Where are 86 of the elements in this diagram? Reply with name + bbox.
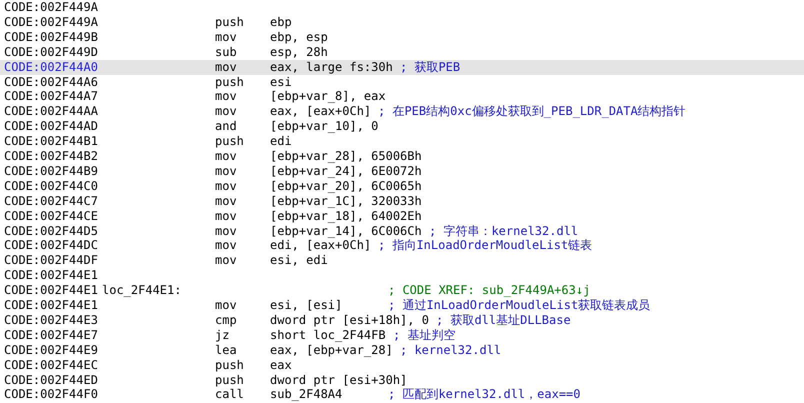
mnemonic-text: mov xyxy=(215,208,237,224)
comment-text: ; 指向InLoadOrderMoudleList链表 xyxy=(378,238,592,254)
mnemonic-text: cmp xyxy=(215,312,237,328)
mnemonic-text: call xyxy=(215,387,244,402)
operand-text: [ebp+var_8], eax xyxy=(270,89,386,104)
operand-text: esp, 28h xyxy=(270,44,328,60)
operand-text: ebp, esp xyxy=(270,30,328,45)
mnemonic-text: mov xyxy=(215,149,237,164)
address-text: CODE:002F44D5 xyxy=(4,224,98,238)
address-text: CODE:002F44C7 xyxy=(4,194,98,209)
address-text: CODE:002F449D xyxy=(4,44,98,60)
mnemonic-text: push xyxy=(215,134,244,150)
address-text: CODE:002F44AA xyxy=(4,104,98,120)
mnemonic-text: mov xyxy=(215,178,237,194)
mnemonic-text: mov xyxy=(215,89,237,104)
operand-text: [ebp+var_1C], 320033h xyxy=(270,194,422,209)
comment-text: ; 基址判空 xyxy=(393,328,456,343)
operand-text: eax xyxy=(270,358,292,373)
operand-text: [ebp+var_24], 6E0072h xyxy=(270,164,422,179)
address-text: CODE:002F44E1 xyxy=(4,268,98,284)
address-text: CODE:002F44B9 xyxy=(4,164,98,179)
mnemonic-text: mov xyxy=(215,30,237,45)
address-text: CODE:002F44E7 xyxy=(4,328,98,343)
mnemonic-text: push xyxy=(215,14,244,30)
mnemonic-text: mov xyxy=(215,60,237,75)
operand-text: dword ptr [esi+30h] xyxy=(270,372,408,388)
address-text: CODE:002F44ED xyxy=(4,372,98,388)
cross-reference-comment: ; CODE XREF: sub_2F449A+63↓j xyxy=(388,283,590,298)
mnemonic-text: mov xyxy=(215,253,237,268)
operand-text: dword ptr [esi+18h], 0 xyxy=(270,312,429,328)
operand-text: [ebp+var_10], 0 xyxy=(270,119,378,134)
address-text: CODE:002F44B1 xyxy=(4,134,98,150)
operand-text: ebp xyxy=(270,14,292,30)
mnemonic-text: jz xyxy=(215,328,230,343)
operand-text: [ebp+var_28], 65006Bh xyxy=(270,149,422,164)
mnemonic-text: mov xyxy=(215,164,237,179)
operand-text: [ebp+var_14], 6C006Ch xyxy=(270,224,422,238)
address-text: CODE:002F44CE xyxy=(4,208,98,224)
operand-text: eax, [ebp+var_28] xyxy=(270,342,393,358)
mnemonic-text: and xyxy=(215,119,237,134)
operand-text: edi, [eax+0Ch] xyxy=(270,238,372,254)
comment-text: ; 通过InLoadOrderMoudleList获取链表成员 xyxy=(388,298,650,313)
comment-text: ; 匹配到kernel32.dll，eax==0 xyxy=(388,387,580,402)
operand-text: eax, [eax+0Ch] xyxy=(270,104,372,120)
address-text: CODE:002F44EC xyxy=(4,358,98,373)
mnemonic-text: mov xyxy=(215,194,237,209)
mnemonic-text: mov xyxy=(215,238,237,254)
operand-text: esi xyxy=(270,74,292,90)
code-label: loc_2F44E1: xyxy=(102,283,182,298)
operand-text: esi, edi xyxy=(270,253,328,268)
address-text: CODE:002F44B2 xyxy=(4,149,98,164)
address-text: CODE:002F44A0 xyxy=(4,60,98,75)
operand-text: short loc_2F44FB xyxy=(270,328,386,343)
address-text: CODE:002F44E1 xyxy=(4,283,98,298)
mnemonic-text: sub xyxy=(215,44,237,60)
operand-text: [ebp+var_18], 64002Eh xyxy=(270,208,422,224)
address-text: CODE:002F44E9 xyxy=(4,342,98,358)
mnemonic-text: push xyxy=(215,372,244,388)
address-text: CODE:002F449A xyxy=(4,0,98,15)
address-text: CODE:002F44DF xyxy=(4,253,98,268)
address-text: CODE:002F449B xyxy=(4,30,98,45)
address-text: CODE:002F44A7 xyxy=(4,89,98,104)
operand-text: eax, large fs:30h xyxy=(270,60,393,75)
address-text: CODE:002F44E3 xyxy=(4,312,98,328)
mnemonic-text: push xyxy=(215,74,244,90)
operand-text: [ebp+var_20], 6C0065h xyxy=(270,178,422,194)
mnemonic-text: mov xyxy=(215,104,237,120)
address-text: CODE:002F449A xyxy=(4,14,98,30)
comment-text: ; 在PEB结构0xc偏移处获取到_PEB_LDR_DATA结构指针 xyxy=(378,104,686,120)
comment-text: ; 字符串：kernel32.dll xyxy=(429,224,578,238)
operand-text: esi, [esi] xyxy=(270,298,342,313)
mnemonic-text: push xyxy=(215,358,244,373)
address-text: CODE:002F44C0 xyxy=(4,178,98,194)
address-text: CODE:002F44DC xyxy=(4,238,98,254)
address-text: CODE:002F44A6 xyxy=(4,74,98,90)
address-text: CODE:002F44F0 xyxy=(4,387,98,402)
comment-text: ; kernel32.dll xyxy=(400,342,502,358)
address-text: CODE:002F44E1 xyxy=(4,298,98,313)
mnemonic-text: lea xyxy=(215,342,237,358)
address-text: CODE:002F44AD xyxy=(4,119,98,134)
mnemonic-text: mov xyxy=(215,298,237,313)
comment-text: ; 获取dll基址DLLBase xyxy=(436,312,571,328)
comment-text: ; 获取PEB xyxy=(400,60,460,75)
mnemonic-text: mov xyxy=(215,224,237,238)
operand-text: sub_2F48A4 xyxy=(270,387,342,402)
operand-text: edi xyxy=(270,134,292,150)
